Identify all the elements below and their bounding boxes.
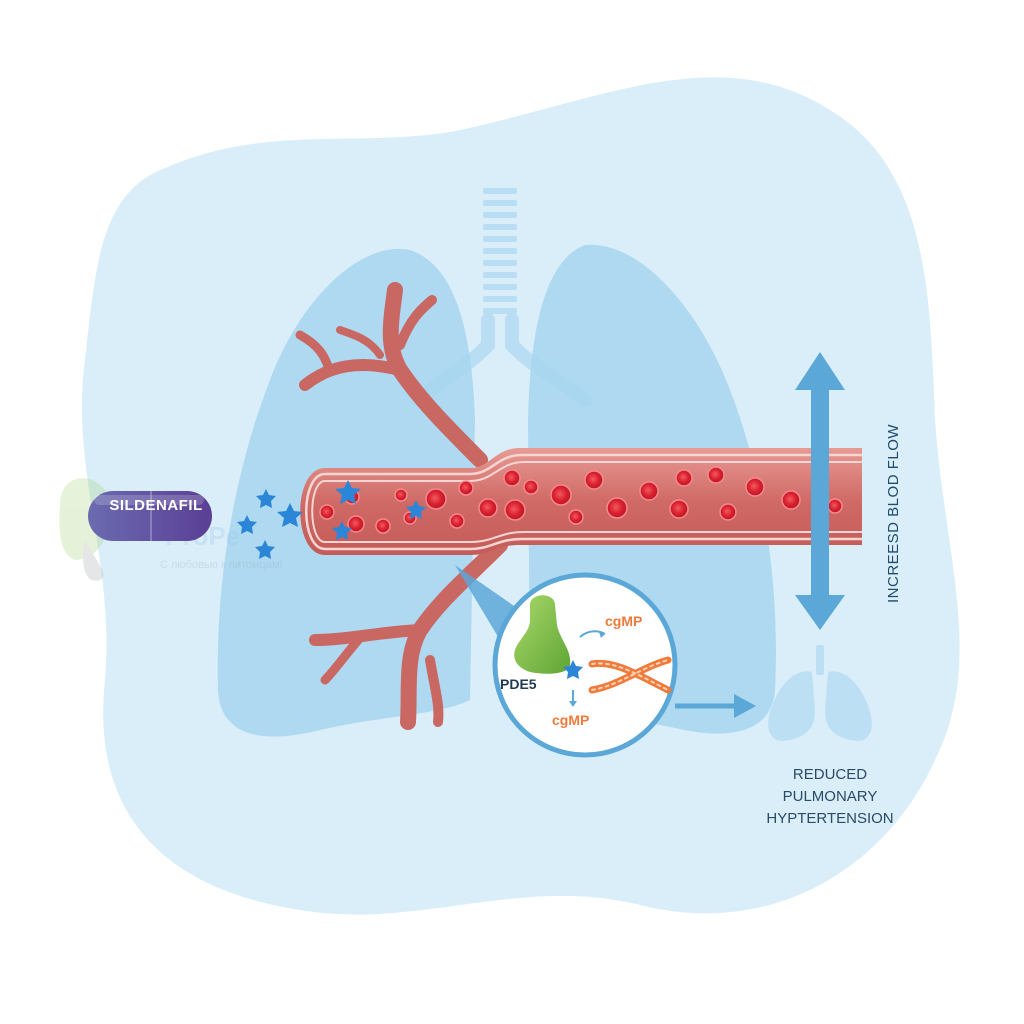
drug-name-label: SILDENAFIL <box>109 497 203 514</box>
red-blood-cells <box>319 466 843 534</box>
sildenafil-molecules <box>237 480 426 559</box>
molecule-star-icon <box>256 489 276 508</box>
messenger-label-bottom: cgMP <box>552 712 590 728</box>
outcome-line-1: REDUCED <box>792 766 868 783</box>
outcome-line-3: HYPTERTENSION <box>766 810 894 827</box>
small-lungs-icon <box>768 645 872 741</box>
molecule-star-icon <box>406 500 426 519</box>
blood-flow-label: INCREESD BLOD FLOW <box>885 423 902 603</box>
muscle-fibers <box>588 656 672 694</box>
outcome-arrow <box>675 694 756 718</box>
messenger-label-top: cgMP <box>605 613 643 629</box>
blood-cell <box>319 466 843 534</box>
arrow-icon <box>579 630 606 638</box>
molecule-star-icon <box>563 660 583 679</box>
pde5-enzyme-shape <box>514 595 571 674</box>
upper-vessel-branches <box>295 282 488 468</box>
mechanism-zoom-circle <box>492 572 678 758</box>
blood-flow-arrow <box>795 352 845 630</box>
outcome-line-2: PULMONARY <box>782 788 878 805</box>
watermark-logo: ProPe С любовью к питомцам! <box>59 478 283 581</box>
outcome-label: REDUCED PULMONARY HYPTERTENSION <box>760 764 900 830</box>
molecule-star-icon <box>277 503 303 527</box>
molecule-star-icon <box>332 521 352 540</box>
molecule-star-icon <box>335 480 361 504</box>
lower-vessel-branches <box>309 537 508 730</box>
trachea <box>483 188 517 314</box>
molecule-star-icon <box>237 515 257 534</box>
sildenafil-capsule <box>88 491 212 541</box>
enzyme-label: PDE5 <box>500 676 537 692</box>
molecule-star-icon <box>255 540 275 559</box>
svg-text:С любовью к питомцам!: С любовью к питомцам! <box>160 559 283 571</box>
